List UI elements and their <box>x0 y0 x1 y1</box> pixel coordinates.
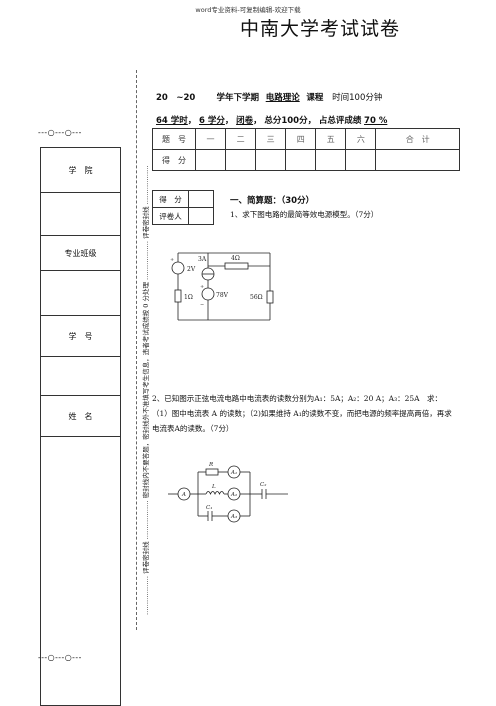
score-header-7: 合 计 <box>375 128 460 150</box>
grader-score-label: 得 分 <box>152 190 189 208</box>
label-3a: 3A <box>198 256 207 263</box>
label-78v: 78V <box>216 292 229 299</box>
question-2: 2、已知图示正弦电流电路中电流表的读数分别为A₁：5A；A₂：20 A；A₃：2… <box>152 394 452 433</box>
voltage-source-78v <box>201 287 215 301</box>
grader-box: 得 分 评卷人 <box>152 190 214 225</box>
plus-sign-2: + <box>200 284 204 290</box>
ratio-value: 70 % <box>364 116 388 126</box>
seal-line-text: ……………… 评卷密封线 ……………… 密封线内不要答题，密封线外不准填写考生信… <box>142 165 150 615</box>
circuit-1-diagram: 2V 3A 4Ω 1Ω 78V 56Ω + + − <box>170 252 274 321</box>
voltage-source-2v <box>171 261 185 275</box>
resistor-56ohm <box>266 290 274 304</box>
score-header-5: 五 <box>315 128 347 150</box>
score-header-0: 题 号 <box>152 128 196 150</box>
circuit-2-diagram: A A₁ A₂ A₃ R L C₁ C₂ <box>168 462 288 523</box>
label-2v: 2V <box>187 266 196 273</box>
field-class-label: 专业班级 <box>40 235 121 271</box>
grader-score-cell[interactable] <box>188 190 214 208</box>
grader-label: 评卷人 <box>152 207 189 225</box>
score-header-1: 一 <box>194 128 227 150</box>
term: 学年下学期 <box>216 93 259 103</box>
score-cell-1[interactable] <box>194 149 227 171</box>
ammeter-a2 <box>227 487 241 501</box>
top-seal-mark: ---○---○--- <box>38 128 82 137</box>
exam-meta-line2: 64 学时， 6 学分， 闭卷， 总分100分， 占总评成绩 70 % <box>156 116 388 126</box>
field-id-input[interactable] <box>40 356 121 396</box>
score-header-3: 三 <box>255 128 287 150</box>
field-college-label: 学 院 <box>40 147 121 193</box>
grader-cell[interactable] <box>188 207 214 225</box>
label-4ohm: 4Ω <box>231 255 240 262</box>
label-1ohm: 1Ω <box>184 294 193 301</box>
score-header-6: 六 <box>345 128 377 150</box>
header-note: word专业资料-可复制编辑-欢迎下载 <box>195 6 301 14</box>
label-a1: A₁ <box>230 470 237 476</box>
score-header-4: 四 <box>285 128 317 150</box>
exam-meta-line1: 20 ~20 学年下学期 电路理论 课程 时间100分钟 <box>156 91 382 103</box>
score-table: 题 号 一 二 三 四 五 六 合 计 得 分 <box>152 128 460 171</box>
score-row-label: 得 分 <box>152 149 196 171</box>
minus-sign: − <box>200 302 204 308</box>
exam-time: 时间100分钟 <box>332 93 383 103</box>
score-cell-6[interactable] <box>345 149 377 171</box>
label-a3: A₃ <box>230 514 237 520</box>
resistor-r <box>205 468 219 476</box>
label-a: A <box>181 492 186 498</box>
question-1: 1、求下图电路的最简等效电源模型。（7分） <box>230 210 379 219</box>
label-c1: C₁ <box>206 505 212 511</box>
exam-title: 中南大学考试试卷 <box>239 18 400 40</box>
seal-line <box>136 70 137 630</box>
course-name: 电路理论 <box>265 93 300 103</box>
field-college-input[interactable] <box>40 192 121 236</box>
score-cell-3[interactable] <box>255 149 287 171</box>
plus-sign: + <box>170 257 174 263</box>
exam-mode: 闭卷 <box>236 116 254 126</box>
score-cell-4[interactable] <box>285 149 317 171</box>
year: 20 ~20 <box>156 93 204 103</box>
ammeter-a3 <box>227 509 241 523</box>
hours: 64 学时 <box>156 116 188 126</box>
label-l: L <box>211 484 216 490</box>
credits: 6 学分 <box>199 116 225 126</box>
section-title: 一、简算题：（30分） <box>230 196 315 206</box>
total-score: 总分100分 <box>264 116 308 126</box>
field-class-input[interactable] <box>40 270 121 316</box>
score-header-2: 二 <box>225 128 257 150</box>
label-56ohm: 56Ω <box>250 294 263 301</box>
course-label: 课程 <box>306 93 324 103</box>
inductor-l <box>205 491 225 495</box>
score-cell-2[interactable] <box>225 149 257 171</box>
ratio-label: 占总评成绩 <box>318 116 362 126</box>
label-c2: C₂ <box>260 482 266 488</box>
label-a2: A₂ <box>230 492 237 498</box>
resistor-4ohm <box>224 262 249 270</box>
student-info-table: 学 院 专业班级 学 号 姓 名 <box>40 147 121 706</box>
field-name-input[interactable] <box>40 436 121 706</box>
ammeter-a <box>177 487 191 501</box>
field-name-label: 姓 名 <box>40 395 121 437</box>
score-cell-5[interactable] <box>315 149 347 171</box>
resistor-1ohm <box>174 289 182 303</box>
ammeter-a1 <box>227 465 241 479</box>
score-cell-total[interactable] <box>375 149 460 171</box>
field-id-label: 学 号 <box>40 315 121 357</box>
label-r: R <box>208 462 213 468</box>
